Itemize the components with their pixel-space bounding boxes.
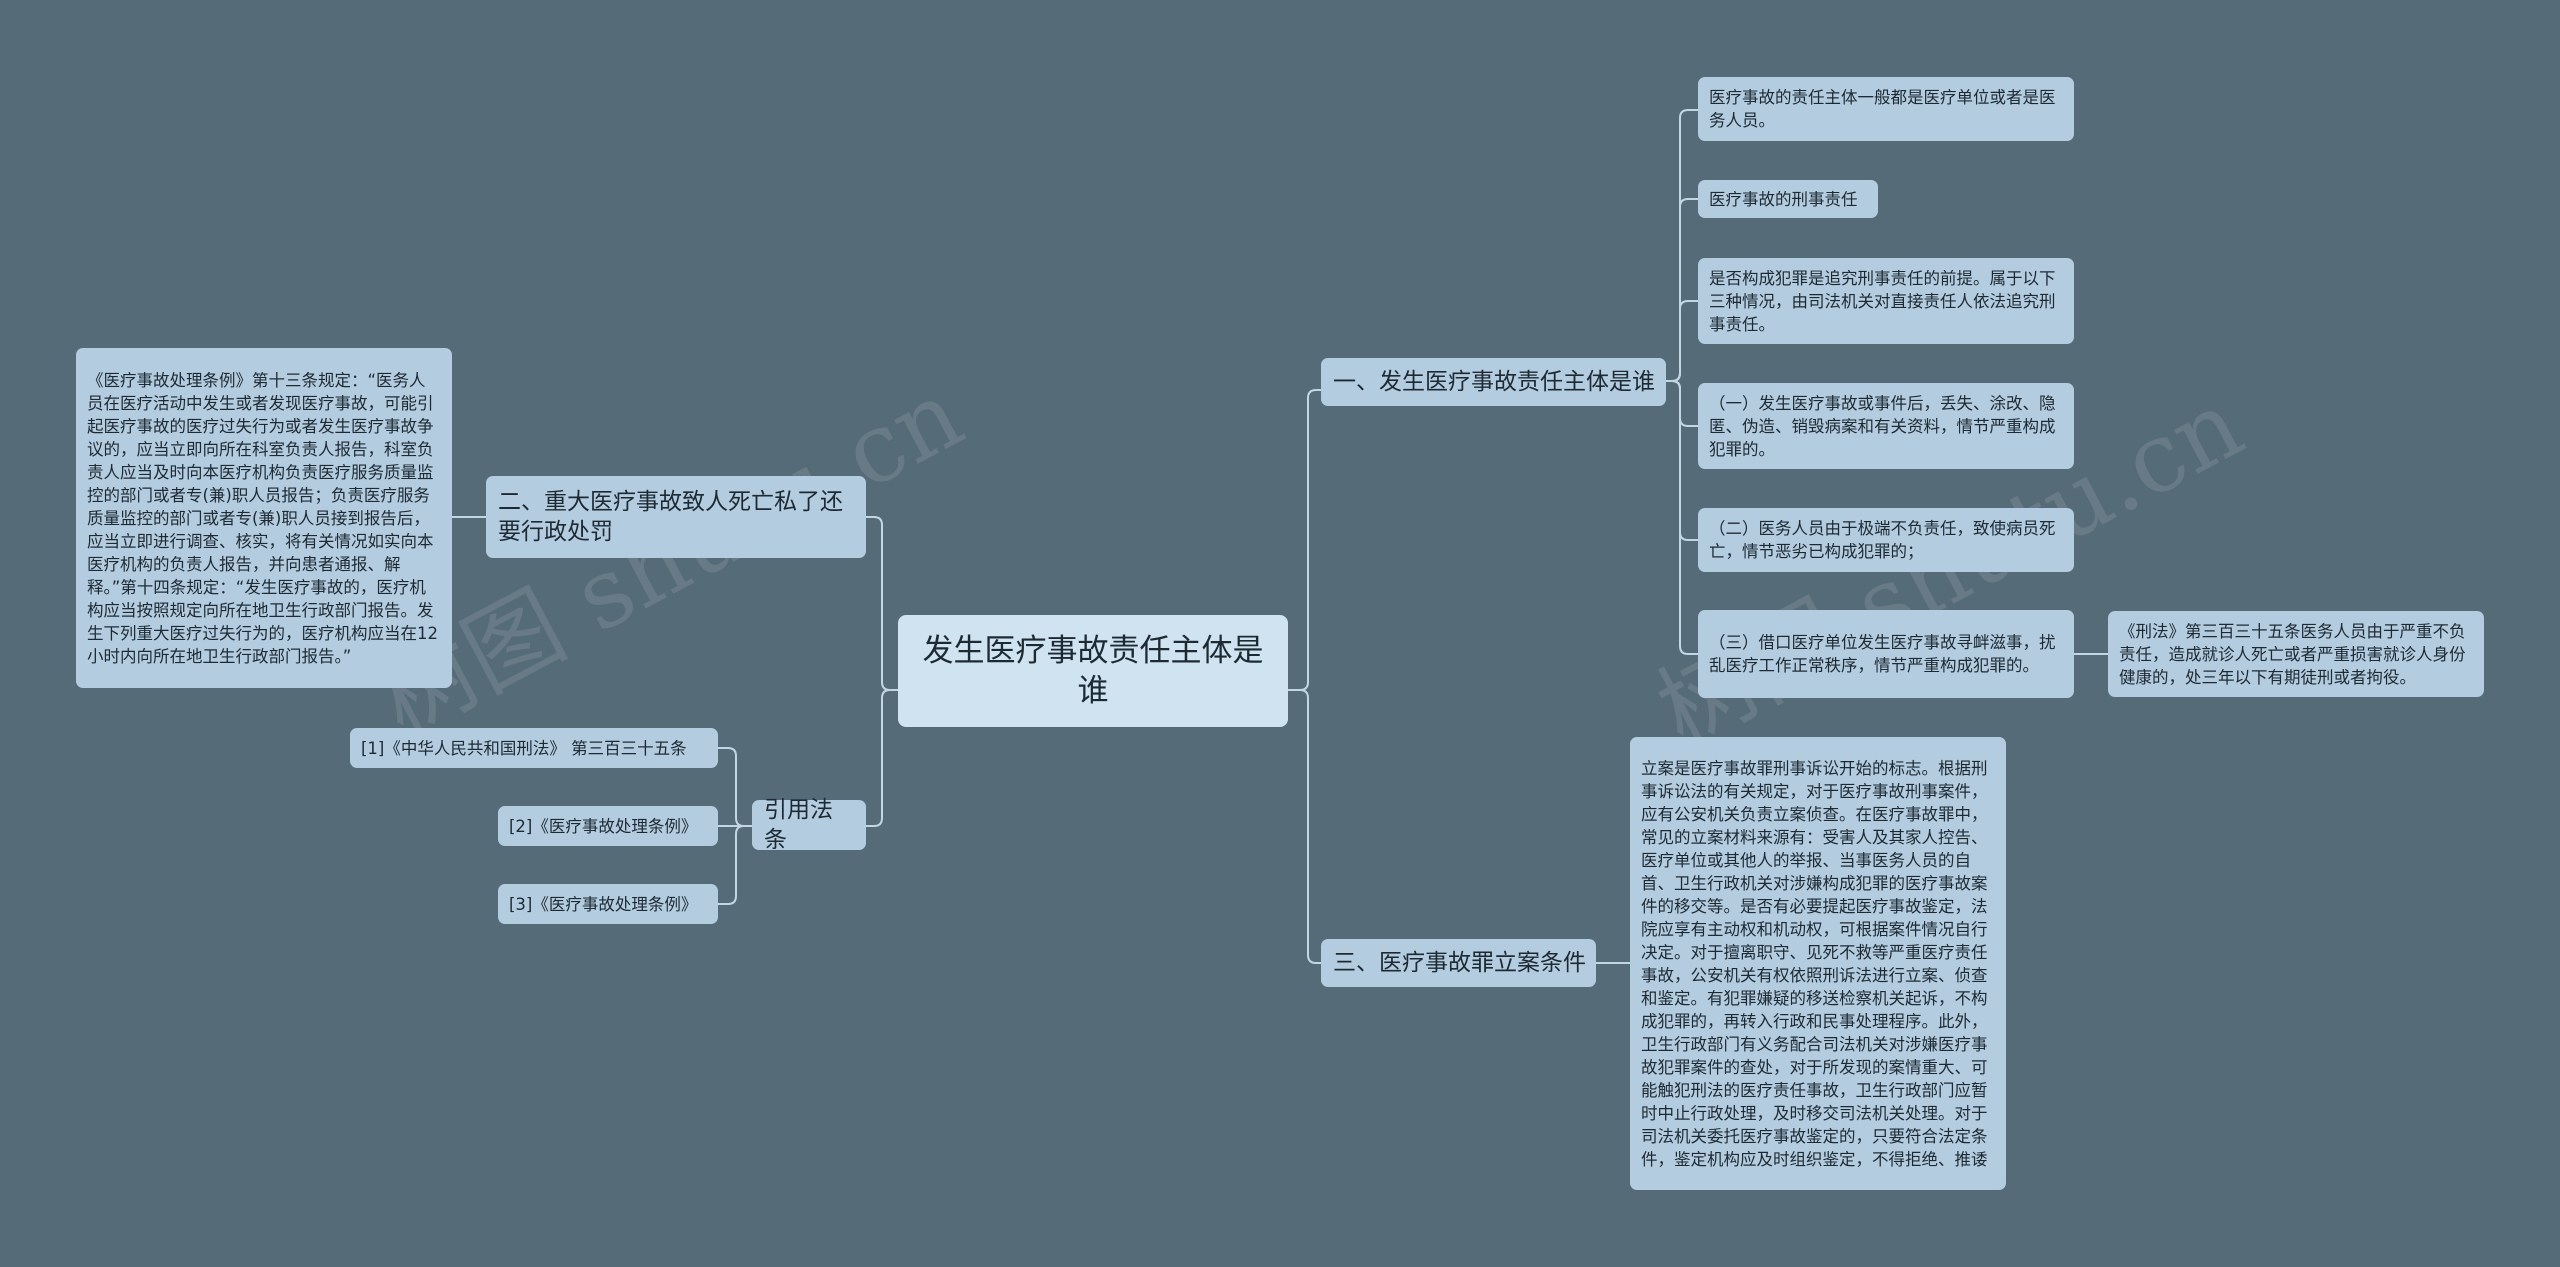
leaf-case-three[interactable]: （三）借口医疗单位发生医疗事故寻衅滋事，扰乱医疗工作正常秩序，情节严重构成犯罪的… [1698,610,2074,698]
link-b1-1 [1666,109,1698,382]
leaf-crime-premise[interactable]: 是否构成犯罪是追究刑事责任的前提。属于以下三种情况，由司法机关对直接责任人依法追… [1698,258,2074,344]
branch-filing-conditions[interactable]: 三、医疗事故罪立案条件 [1321,939,1596,987]
leaf-text: 医疗事故的责任主体一般都是医疗单位或者是医务人员。 [1709,88,2056,130]
leaf-text: 立案是医疗事故罪刑事诉讼开始的标志。根据刑事诉讼法的有关规定，对于医疗事故刑事案… [1641,758,1988,1169]
link-b1-3 [1666,300,1698,382]
branch-cited-laws[interactable]: 引用法条 [752,797,866,853]
leaf-case-two[interactable]: （二）医务人员由于极端不负责任，致使病员死亡，情节恶劣已构成犯罪的； [1698,508,2074,572]
leaf-text: [3]《医疗事故处理条例》 [509,894,698,914]
link-b4-1 [718,747,752,827]
leaf-criminal-law-335[interactable]: 《刑法》第三百三十五条医务人员由于严重不负责任，造成就诊人死亡或者严重损害就诊人… [2108,611,2484,697]
root-topic-text: 发生医疗事故责任主体是谁 [922,633,1264,709]
link-root-b1 [1288,389,1321,691]
link-b4-3 [718,825,752,905]
leaf-text: 《刑法》第三百三十五条医务人员由于严重不负责任，造成就诊人死亡或者严重损害就诊人… [2119,621,2466,687]
leaf-text: （三）借口医疗单位发生医疗事故寻衅滋事，扰乱医疗工作正常秩序，情节严重构成犯罪的… [1709,633,2056,675]
leaf-citation-3[interactable]: [3]《医疗事故处理条例》 [498,884,718,924]
link-root-b4 [866,689,898,827]
leaf-regulation-articles[interactable]: 《医疗事故处理条例》第十三条规定：“医务人员在医疗活动中发生或者发现医疗事故，可… [76,348,452,688]
leaf-text: 《医疗事故处理条例》第十三条规定：“医务人员在医疗活动中发生或者发现医疗事故，可… [87,370,438,666]
root-topic[interactable]: 发生医疗事故责任主体是谁 [898,615,1288,727]
branch-responsible-party[interactable]: 一、发生医疗事故责任主体是谁 [1321,358,1666,406]
link-b1-2 [1666,198,1698,382]
leaf-text: 是否构成犯罪是追究刑事责任的前提。属于以下三种情况，由司法机关对直接责任人依法追… [1709,268,2056,334]
branch-label: 三、医疗事故罪立案条件 [1333,950,1586,976]
branch-label: 二、重大医疗事故致人死亡私了还要行政处罚 [498,489,843,545]
leaf-criminal-liability[interactable]: 医疗事故的刑事责任 [1698,180,1878,218]
leaf-case-one[interactable]: （一）发生医疗事故或事件后，丢失、涂改、隐匿、伪造、销毁病案和有关资料，情节严重… [1698,383,2074,469]
link-root-b3 [1288,689,1321,964]
leaf-text: [2]《医疗事故处理条例》 [509,816,698,836]
leaf-subject-general[interactable]: 医疗事故的责任主体一般都是医疗单位或者是医务人员。 [1698,77,2074,141]
leaf-text: （二）医务人员由于极端不负责任，致使病员死亡，情节恶劣已构成犯罪的； [1709,519,2056,561]
leaf-text: （一）发生医疗事故或事件后，丢失、涂改、隐匿、伪造、销毁病案和有关资料，情节严重… [1709,393,2056,459]
leaf-citation-1[interactable]: [1]《中华人民共和国刑法》 第三百三十五条 [350,728,718,768]
link-b1-5 [1666,380,1698,541]
link-b1-4 [1666,380,1698,427]
leaf-citation-2[interactable]: [2]《医疗事故处理条例》 [498,806,718,846]
branch-administrative-penalty[interactable]: 二、重大医疗事故致人死亡私了还要行政处罚 [486,476,866,558]
branch-label: 引用法条 [764,797,833,853]
link-root-b2 [866,516,898,691]
leaf-filing-details[interactable]: 立案是医疗事故罪刑事诉讼开始的标志。根据刑事诉讼法的有关规定，对于医疗事故刑事案… [1630,737,2006,1190]
link-b1-6 [1666,380,1698,655]
leaf-text: [1]《中华人民共和国刑法》 第三百三十五条 [361,738,687,758]
branch-label: 一、发生医疗事故责任主体是谁 [1333,369,1655,395]
leaf-text: 医疗事故的刑事责任 [1709,189,1858,209]
